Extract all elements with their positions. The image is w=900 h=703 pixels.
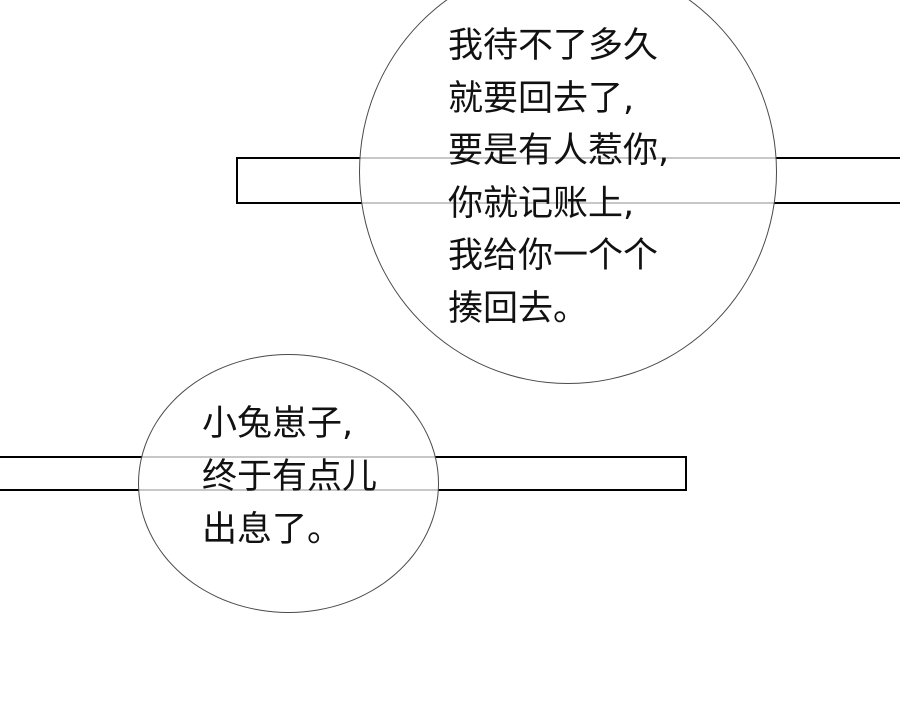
speech-bubble-bottom [138,354,439,613]
dialogue-line: 要是有人惹你, [448,131,670,171]
dialogue-line: 就要回去了, [448,78,635,119]
speech-bubble-bottom-text: 小兔崽子, 终于有点儿 出息了。 [202,398,377,557]
dialogue-line: 小兔崽子, [202,404,354,444]
dialogue-line: 我给你一个个 [448,236,659,276]
dialogue-line: 揍回去。 [448,288,589,329]
dialogue-line: 终于有点儿 [202,457,378,497]
dialogue-line: 我待不了多久 [448,26,659,66]
dialogue-line: 你就记账上, [448,183,635,224]
dialogue-line: 出息了。 [202,510,343,550]
speech-bubble-top-text: 我待不了多久 就要回去了, 要是有人惹你, 你就记账上, 我给你一个个 揍回去。 [448,20,669,335]
